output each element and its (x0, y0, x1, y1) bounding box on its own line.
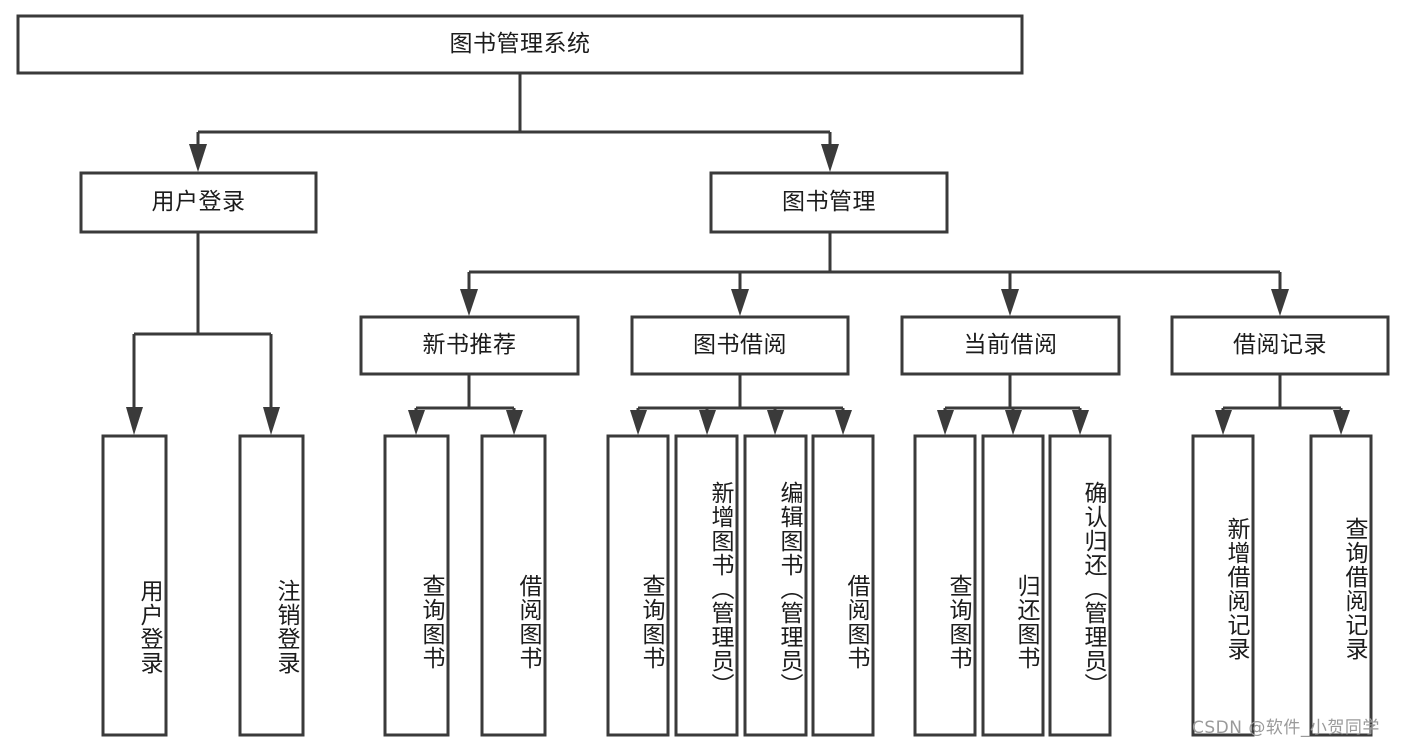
connector-current-borrow-to-leaves (937, 374, 1089, 435)
node-box-leaf-user-logout[interactable] (238, 434, 305, 737)
node-box-current-borrow[interactable] (900, 315, 1121, 376)
node-box-root[interactable] (16, 14, 1024, 75)
node-box-user-login[interactable] (79, 171, 318, 234)
node-box-borrow-record[interactable] (1170, 315, 1390, 376)
node-box-new-book-recommend[interactable] (359, 315, 580, 376)
csdn-watermark: CSDN @软件_小贺同学 (1192, 718, 1380, 738)
node-box-book-borrow[interactable] (630, 315, 850, 376)
node-box-leaf-borrow-book-rec[interactable] (480, 434, 547, 737)
connector-borrow-record-to-leaves (1215, 374, 1350, 435)
node-box-leaf-add-borrow-record[interactable] (1191, 434, 1255, 737)
node-box-leaf-user-login[interactable] (101, 434, 168, 737)
connector-book-borrow-to-leaves (630, 374, 852, 435)
node-box-leaf-return-book[interactable] (981, 434, 1045, 737)
node-box-leaf-borrow-book[interactable] (811, 434, 875, 737)
node-box-leaf-query-book-rec[interactable] (383, 434, 450, 737)
node-box-leaf-confirm-return-admin[interactable] (1048, 434, 1112, 737)
node-box-leaf-edit-book-admin[interactable] (743, 434, 808, 737)
connector-book-management-to-level3 (460, 232, 1289, 316)
connector-root-to-level2 (189, 73, 839, 172)
connector-new-book-recommend-to-leaves (408, 374, 523, 435)
node-box-leaf-query-book-borrow[interactable] (606, 434, 670, 737)
connector-user-login-to-leaves (126, 232, 280, 435)
node-box-book-management[interactable] (709, 171, 949, 234)
node-box-leaf-query-borrow-record[interactable] (1309, 434, 1373, 737)
node-box-leaf-query-book-current[interactable] (913, 434, 977, 737)
node-box-leaf-add-book-admin[interactable] (674, 434, 739, 737)
